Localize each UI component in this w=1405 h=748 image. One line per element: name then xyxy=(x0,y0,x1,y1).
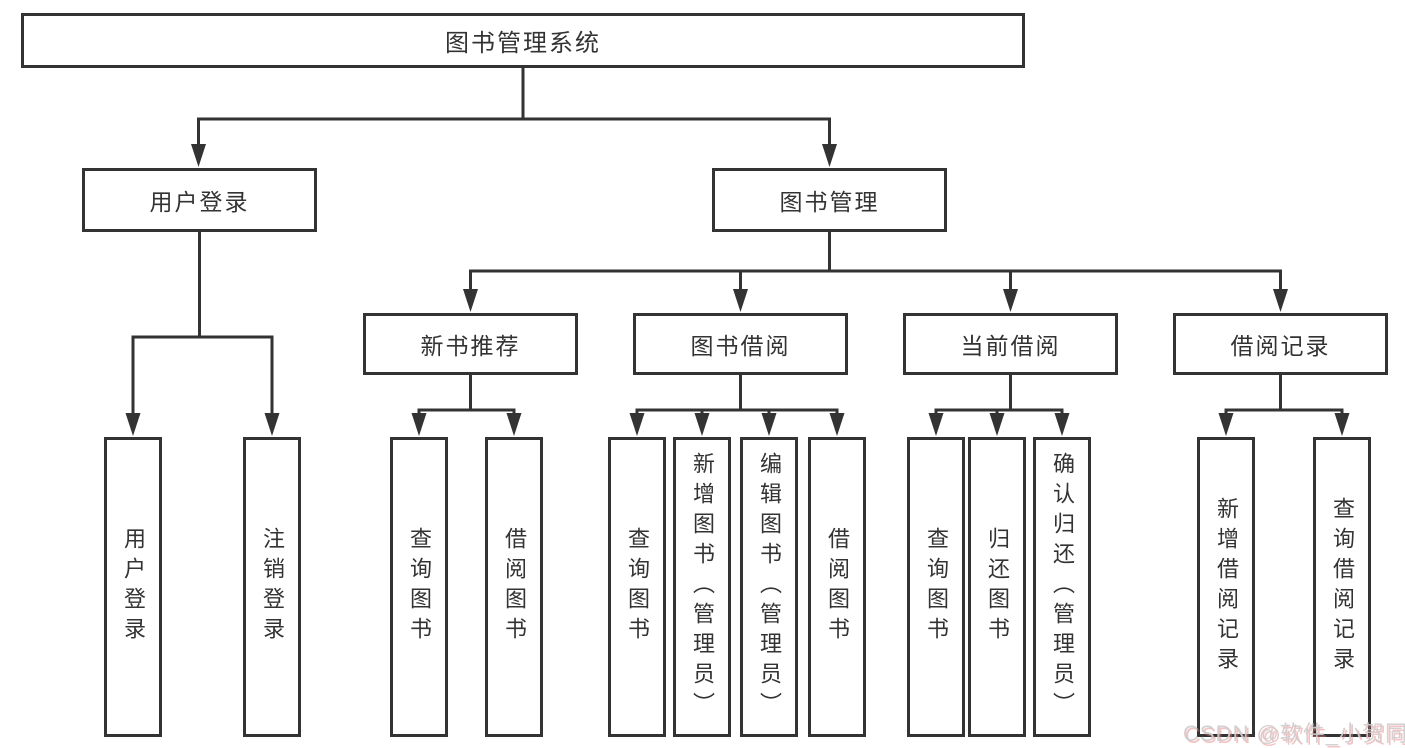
arrowhead-borrowing-records xyxy=(1273,289,1288,312)
node-root-label: 图书管理系统 xyxy=(445,30,601,57)
arrowhead-leaf-logout xyxy=(264,413,280,436)
leaf-record-query: 查询借阅记录 xyxy=(1313,437,1371,737)
node-book-management: 图书管理 xyxy=(712,168,947,232)
arrowhead-newbook-borrow xyxy=(506,413,522,436)
leaf-current-return-books: 归还图书 xyxy=(968,437,1026,737)
leaf-borrowing-query-books-label: 查询图书 xyxy=(625,527,650,647)
leaf-newbook-query-books: 查询图书 xyxy=(390,437,448,737)
arrowhead-record-add xyxy=(1218,413,1234,436)
arrowhead-book-management xyxy=(822,144,837,167)
leaf-current-confirm-return-admin-label: 确认归还（管理员） xyxy=(1050,452,1075,722)
leaf-current-query-books: 查询图书 xyxy=(907,437,965,737)
arrowhead-user-login xyxy=(191,144,206,167)
leaf-borrowing-borrow-books: 借阅图书 xyxy=(808,437,866,737)
leaf-borrowing-add-books-admin-label: 新增图书（管理员） xyxy=(690,452,715,722)
node-user-login-label: 用户登录 xyxy=(149,189,250,215)
leaf-current-query-books-label: 查询图书 xyxy=(924,527,949,647)
arrowhead-borrowing-add xyxy=(694,413,710,436)
leaf-logout: 注销登录 xyxy=(243,437,301,737)
leaf-borrowing-edit-books-admin-label: 编辑图书（管理员） xyxy=(757,452,782,722)
node-borrowing-records-label: 借阅记录 xyxy=(1230,333,1331,359)
leaf-record-query-label: 查询借阅记录 xyxy=(1330,497,1355,677)
leaf-newbook-query-books-label: 查询图书 xyxy=(407,527,432,647)
node-book-management-label: 图书管理 xyxy=(779,189,880,215)
node-book-borrowing-label: 图书借阅 xyxy=(690,333,791,359)
leaf-record-add: 新增借阅记录 xyxy=(1197,437,1255,737)
leaf-logout-label: 注销登录 xyxy=(260,527,285,647)
arrowhead-current-return xyxy=(989,413,1005,436)
csdn-watermark: CSDN @软件_小贺同学 xyxy=(1183,721,1405,746)
leaf-user-login-label: 用户登录 xyxy=(121,527,146,647)
leaf-record-add-label: 新增借阅记录 xyxy=(1214,497,1239,677)
leaf-current-confirm-return-admin: 确认归还（管理员） xyxy=(1033,437,1091,737)
leaf-borrowing-add-books-admin: 新增图书（管理员） xyxy=(673,437,731,737)
arrowhead-current-borrowing xyxy=(1003,289,1018,312)
arrowhead-newbook-query xyxy=(411,413,427,436)
arrowhead-borrowing-edit xyxy=(761,413,777,436)
arrowhead-book-borrowing xyxy=(733,289,748,312)
leaf-newbook-borrow-books-label: 借阅图书 xyxy=(502,527,527,647)
arrowhead-borrowing-query xyxy=(629,413,645,436)
leaf-borrowing-borrow-books-label: 借阅图书 xyxy=(825,527,850,647)
node-current-borrowing: 当前借阅 xyxy=(903,313,1118,375)
arrowhead-record-query xyxy=(1334,413,1350,436)
leaf-user-login: 用户登录 xyxy=(104,437,162,737)
arrowhead-borrowing-borrow xyxy=(829,413,845,436)
node-borrowing-records: 借阅记录 xyxy=(1173,313,1388,375)
node-new-book-recommend-label: 新书推荐 xyxy=(420,333,521,359)
node-current-borrowing-label: 当前借阅 xyxy=(960,333,1061,359)
node-book-borrowing: 图书借阅 xyxy=(633,313,848,375)
leaf-borrowing-edit-books-admin: 编辑图书（管理员） xyxy=(740,437,798,737)
leaf-borrowing-query-books: 查询图书 xyxy=(608,437,666,737)
leaf-current-return-books-label: 归还图书 xyxy=(985,527,1010,647)
node-user-login: 用户登录 xyxy=(82,168,317,232)
arrowhead-new-book-recommend xyxy=(463,289,478,312)
node-new-book-recommend: 新书推荐 xyxy=(363,313,578,375)
arrowhead-leaf-user-login xyxy=(125,413,141,436)
arrowhead-current-confirm xyxy=(1054,413,1070,436)
arrowhead-current-query xyxy=(928,413,944,436)
leaf-newbook-borrow-books: 借阅图书 xyxy=(485,437,543,737)
node-root-library-system: 图书管理系统 xyxy=(21,13,1025,68)
